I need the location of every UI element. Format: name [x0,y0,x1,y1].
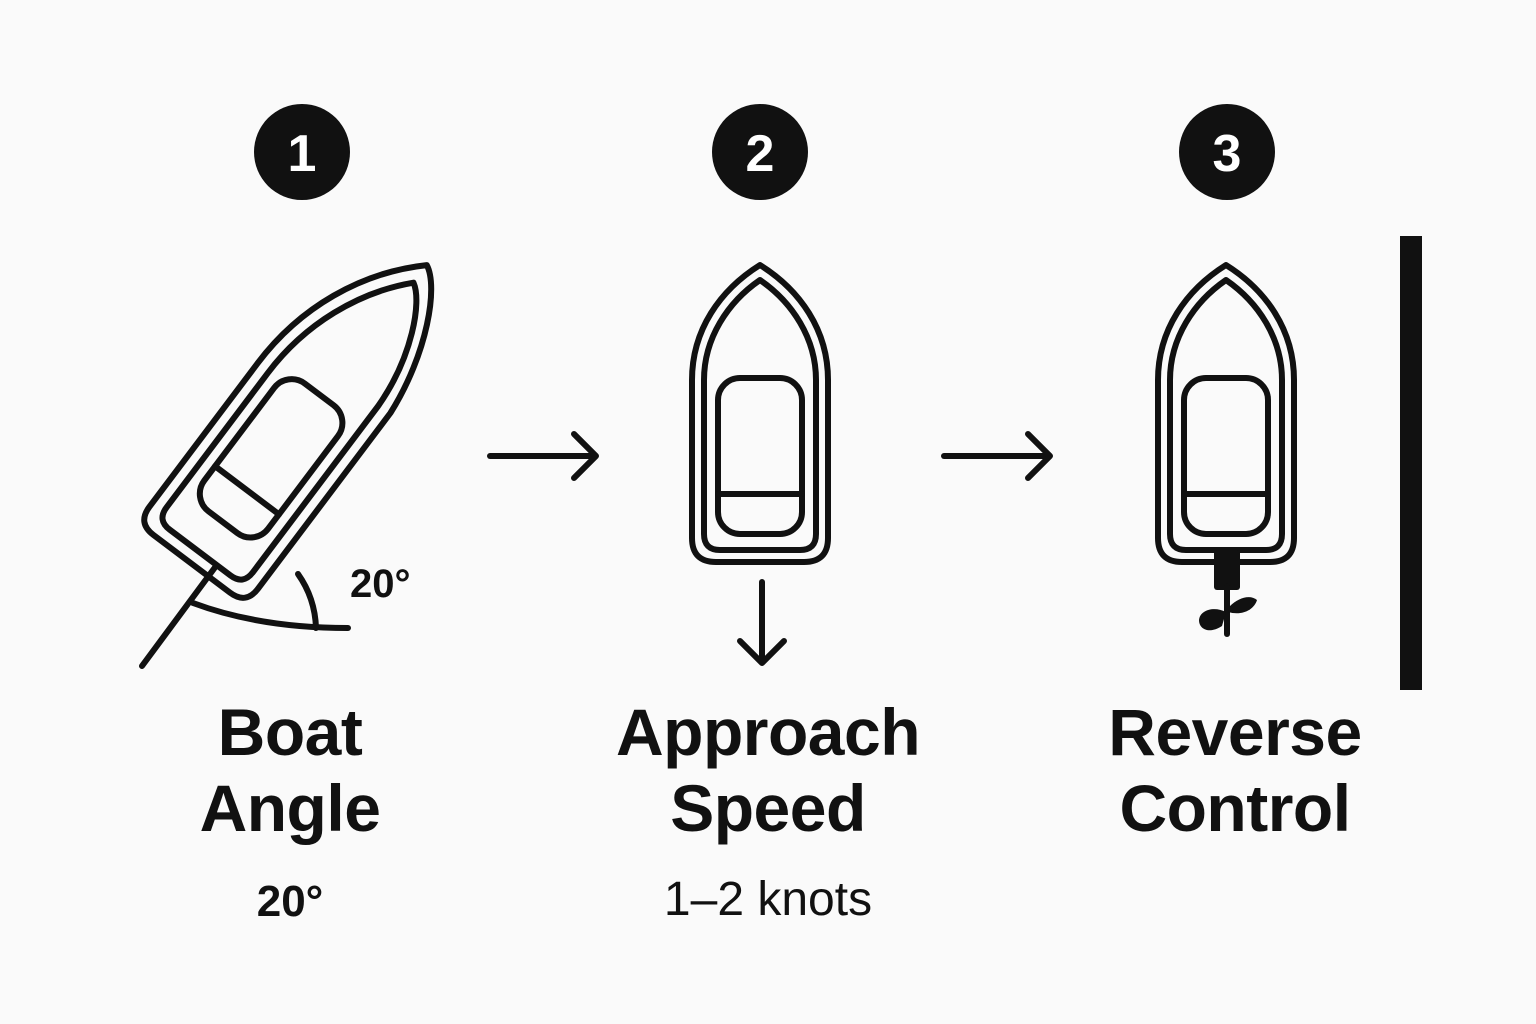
step-title-reverse-control: Reverse Control [1108,695,1362,845]
step-value-speed: 1–2 knots [663,873,873,926]
step-badge-3: 3 [1179,104,1275,200]
step-title-approach-speed: Approach Speed [615,695,921,845]
step-number-3: 3 [1213,125,1242,183]
angle-label: 20° [350,562,411,606]
angled-boat-icon: 20° [139,262,435,669]
step-badge-1: 1 [254,104,350,200]
arrow-down-icon [737,579,787,666]
step-badge-2: 2 [712,104,808,200]
arrow-right-icon [941,431,1053,481]
step-number-1: 1 [288,125,317,183]
boat-forward-icon [689,262,831,565]
boat-reverse-propeller-icon [1155,262,1297,637]
arrow-right-icon [487,431,599,481]
dock-wall [1400,236,1422,690]
step-number-2: 2 [746,125,775,183]
step-title-boat-angle: Boat Angle [199,695,381,845]
step-value-angle: 20° [256,877,324,926]
